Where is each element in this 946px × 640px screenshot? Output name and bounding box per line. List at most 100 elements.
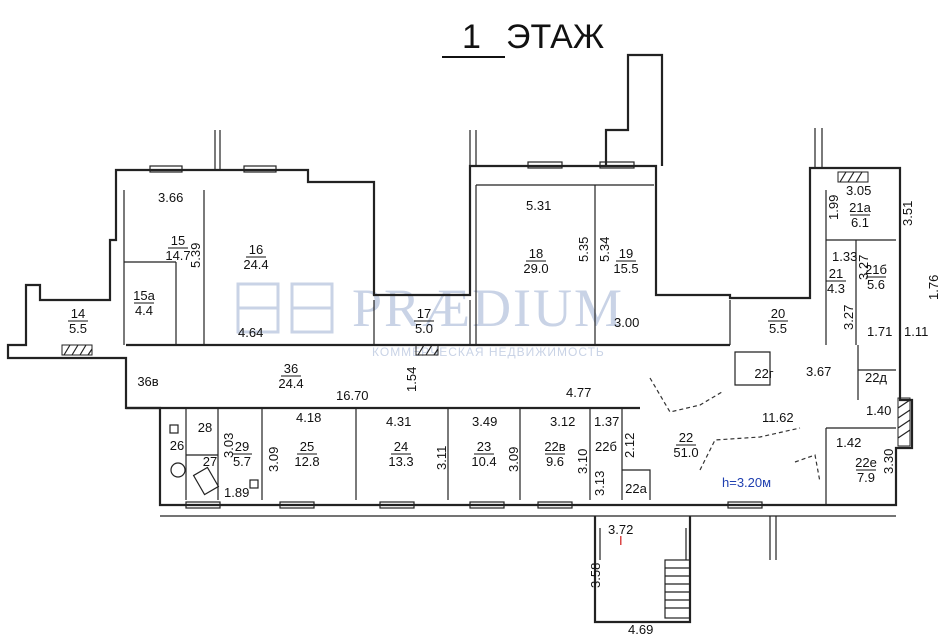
dim-label: 5.35 <box>576 237 591 262</box>
dim-label: 3.13 <box>592 471 607 496</box>
room-number: 15а <box>133 288 155 303</box>
room-26: 26 <box>170 438 184 453</box>
dim-label: 3.05 <box>846 183 871 198</box>
room-36в: 36в <box>137 374 158 389</box>
room-29: 295.7 <box>232 439 252 469</box>
dim-label: 11.62 <box>762 410 794 425</box>
dim-label: 3.09 <box>266 447 281 472</box>
room-number: 22г <box>754 366 773 381</box>
room-number: 28 <box>198 420 212 435</box>
room-number: 20 <box>771 306 785 321</box>
room-number: 22 <box>679 430 693 445</box>
room-area: 15.5 <box>613 261 638 276</box>
dim-label: 3.03 <box>221 433 236 458</box>
room-number: 21б <box>865 262 887 277</box>
room-area: 5.7 <box>233 454 251 469</box>
room-area: 4.3 <box>827 281 845 296</box>
dimension-labels: 3.66 5.39 4.64 5.31 5.35 5.34 3.00 3.05 … <box>158 183 941 637</box>
room-number: 17 <box>417 306 431 321</box>
watermark-tagline: КОММЕРЧЕСКАЯ НЕДВИЖИМОСТЬ <box>372 345 605 359</box>
room-number: 22д <box>865 370 887 385</box>
dim-label: 4.69 <box>628 622 653 637</box>
room-number: 24 <box>394 439 408 454</box>
room-number: 14 <box>71 306 85 321</box>
dim-label: 3.66 <box>158 190 183 205</box>
dim-label: 1.33 <box>832 249 857 264</box>
floor-title: 1 ЭТАЖ <box>442 18 604 58</box>
room-number: 26 <box>170 438 184 453</box>
room-22а: 22а <box>625 481 647 496</box>
room-21: 214.3 <box>826 266 846 296</box>
dim-label: 3.11 <box>434 446 449 470</box>
room-14: 145.5 <box>68 306 88 336</box>
dim-label: 3.49 <box>472 414 497 429</box>
entrance-marker: I <box>619 533 623 548</box>
dim-label: 4.18 <box>296 410 321 425</box>
room-number: 25 <box>300 439 314 454</box>
dim-label: 4.31 <box>386 414 411 429</box>
sanitary-fixtures-icon <box>169 424 259 496</box>
room-area: 9.6 <box>546 454 564 469</box>
dim-label: 1.37 <box>594 414 619 429</box>
room-area: 5.5 <box>769 321 787 336</box>
watermark-logo-icon <box>236 282 334 334</box>
dim-label: 3.58 <box>588 563 603 588</box>
room-number: 21а <box>849 200 871 215</box>
dim-label: 3.12 <box>550 414 575 429</box>
room-area: 24.4 <box>278 376 303 391</box>
dim-label: 3.00 <box>614 315 639 330</box>
room-number: 22б <box>595 439 617 454</box>
dim-label: 1.40 <box>866 403 891 418</box>
floor-word: ЭТАЖ <box>506 18 604 56</box>
room-number: 23 <box>477 439 491 454</box>
room-area: 4.4 <box>135 303 153 318</box>
stairs-icon <box>664 559 691 619</box>
dim-label: 1.42 <box>836 435 861 450</box>
dim-label: 1.54 <box>404 367 419 392</box>
watermark-brand: PRÆDIUM <box>352 278 624 338</box>
room-number: 36 <box>284 361 298 376</box>
dim-label: 3.27 <box>841 305 856 330</box>
floor-number: 1 <box>462 18 481 56</box>
room-number: 22а <box>625 481 647 496</box>
room-area: 5.6 <box>867 277 885 292</box>
dim-label: 3.09 <box>506 447 521 472</box>
room-number: 29 <box>235 439 249 454</box>
walls <box>6 53 914 624</box>
dim-label: 3.27 <box>856 255 871 280</box>
room-28: 28 <box>198 420 212 435</box>
hatched-columns <box>61 171 911 447</box>
room-area: 13.3 <box>388 454 413 469</box>
dim-label: 3.51 <box>900 201 915 226</box>
room-number: 36в <box>137 374 158 389</box>
room-area: 51.0 <box>673 445 698 460</box>
room-area: 14.7 <box>165 248 190 263</box>
dim-label: 1.71 <box>867 324 892 339</box>
dim-label: 4.77 <box>566 385 591 400</box>
room-area: 7.9 <box>857 470 875 485</box>
dim-label: 5.31 <box>526 198 551 213</box>
dim-label: 1.76 <box>926 275 941 300</box>
room-area: 10.4 <box>471 454 496 469</box>
dim-label: 1.11 <box>904 324 928 339</box>
dim-label: 3.67 <box>806 364 831 379</box>
ceiling-height-label: h=3.20м <box>722 475 771 490</box>
room-area: 5.5 <box>69 321 87 336</box>
room-22д: 22д <box>865 370 887 385</box>
room-number: 18 <box>529 246 543 261</box>
room-27: 27 <box>203 454 217 469</box>
room-number: 22е <box>855 455 877 470</box>
room-number: 22в <box>544 439 565 454</box>
